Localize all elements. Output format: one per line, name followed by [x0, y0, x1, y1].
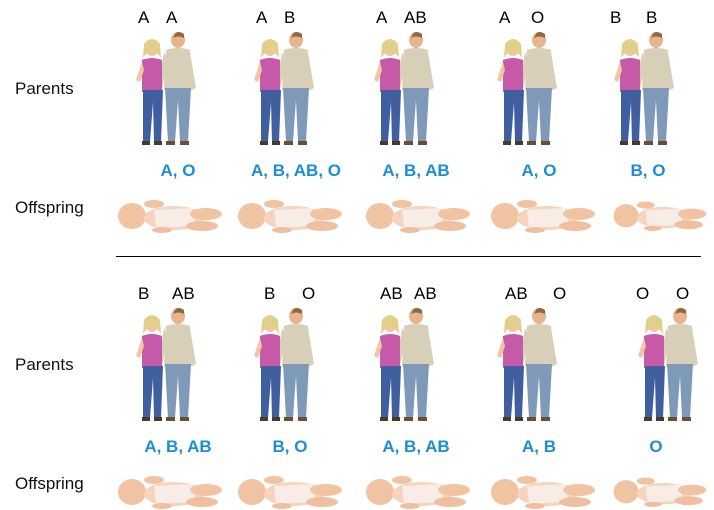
baby-icon	[487, 470, 599, 510]
parents-couple-icon	[489, 306, 569, 426]
parent-left-type: AB	[380, 284, 403, 304]
offspring-types: A, O	[118, 161, 238, 181]
parent-types: AB AB	[356, 284, 476, 306]
parents-couple-icon	[366, 306, 446, 426]
parent-right-type: O	[553, 284, 566, 304]
parent-right-type: O	[676, 284, 689, 304]
parent-left-type: AB	[505, 284, 528, 304]
parent-right-type: O	[531, 8, 544, 28]
parent-types: A AB	[356, 8, 476, 30]
baby-icon	[114, 470, 226, 510]
parent-right-type: O	[302, 284, 315, 304]
baby-icon	[362, 194, 474, 234]
parents-couple-icon	[630, 306, 710, 426]
baby-icon	[362, 470, 474, 510]
parent-left-type: B	[264, 284, 275, 304]
parents-couple-icon	[128, 30, 208, 150]
parent-left-type: A	[138, 8, 149, 28]
parent-left-type: A	[499, 8, 510, 28]
parents-couple-icon	[128, 306, 208, 426]
parent-types: AB O	[479, 284, 599, 306]
parent-left-type: A	[256, 8, 267, 28]
offspring-types: A, B, AB, O	[236, 161, 356, 181]
offspring-types: B, O	[230, 437, 350, 457]
offspring-types: A, B, AB	[118, 437, 238, 457]
baby-icon	[234, 194, 346, 234]
baby-icon	[234, 470, 346, 510]
parent-right-type: AB	[172, 284, 195, 304]
parent-right-type: B	[284, 8, 295, 28]
parent-left-type: A	[376, 8, 387, 28]
parent-types: B O	[236, 284, 356, 306]
parent-types: A B	[236, 8, 356, 30]
parent-types: A O	[479, 8, 599, 30]
parents-label-row2: Parents	[15, 355, 74, 375]
parents-couple-icon	[606, 30, 686, 150]
offspring-types: A, B	[479, 437, 599, 457]
parent-left-type: B	[610, 8, 621, 28]
offspring-types: A, B, AB	[356, 437, 476, 457]
parents-couple-icon	[246, 306, 326, 426]
offspring-types: A, O	[479, 161, 599, 181]
offspring-types: O	[596, 437, 714, 457]
parent-right-type: A	[166, 8, 177, 28]
parents-label-row1: Parents	[15, 79, 74, 99]
parent-types: O O	[590, 284, 710, 306]
parent-types: A A	[118, 8, 238, 30]
offspring-types: A, B, AB	[356, 161, 476, 181]
baby-icon	[610, 194, 710, 234]
parents-couple-icon	[246, 30, 326, 150]
parent-right-type: AB	[404, 8, 427, 28]
baby-icon	[610, 470, 710, 510]
baby-icon	[114, 194, 226, 234]
baby-icon	[487, 194, 599, 234]
parent-left-type: O	[636, 284, 649, 304]
offspring-label-row2: Offspring	[15, 474, 84, 494]
parents-couple-icon	[489, 30, 569, 150]
offspring-label-row1: Offspring	[15, 198, 84, 218]
parent-right-type: AB	[414, 284, 437, 304]
offspring-types: B, O	[598, 161, 698, 181]
parent-types: B B	[590, 8, 710, 30]
parents-couple-icon	[366, 30, 446, 150]
parent-right-type: B	[646, 8, 657, 28]
row-divider	[116, 256, 701, 257]
parent-types: B AB	[118, 284, 238, 306]
parent-left-type: B	[138, 284, 149, 304]
